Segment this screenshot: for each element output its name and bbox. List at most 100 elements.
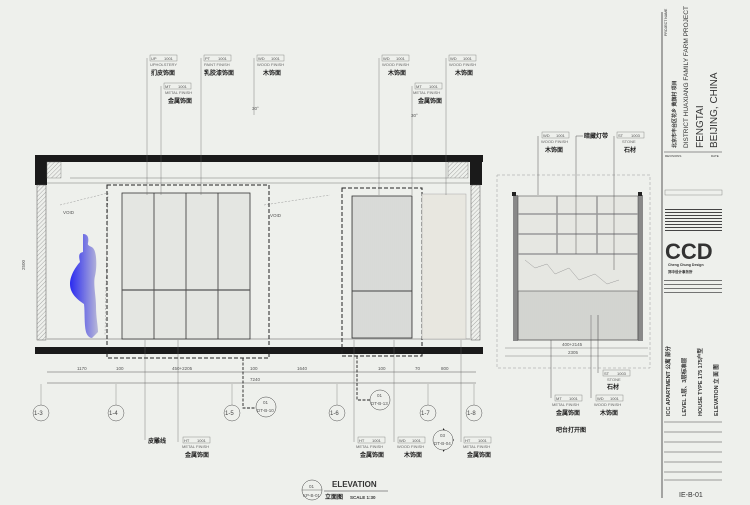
country: BEIJING, CHINA: [709, 72, 720, 148]
drawing-top_tags-6-finish: METAL FINISH: [413, 90, 440, 95]
bar_view-bottom_tags-0-cn: 石材: [606, 383, 619, 391]
bar_view-bottom_tags-2-code: WD: [597, 396, 604, 401]
height-dim: 2500: [21, 259, 26, 270]
drawing-section_marks-2-sheet: DT-B-04: [434, 441, 451, 446]
bar_view-bottom_tags-2-cn: 木饰面: [599, 409, 618, 417]
right-wall: [470, 184, 481, 341]
drawing-top_tags-0-code: UP: [151, 56, 157, 61]
drawing-bottom_labels-tags-0-cn: 金属饰面: [184, 451, 209, 459]
bar_view-bottom_tags-0-finish: STONE: [607, 377, 621, 382]
bar_view-bottom_tags-2-finish: WOOD FINISH: [594, 402, 621, 407]
drawing-bottom_labels-tags-3-cn: 金属饰面: [466, 451, 491, 459]
wood-panel: [421, 193, 467, 340]
dimension-labels: 1170 100 450+2205 100 1640 100 70 800 72…: [77, 366, 449, 382]
logo-subtitle: Cheng Chung Design: [668, 263, 704, 267]
grid-axis: 1-8: [465, 384, 483, 422]
title-elevation: ELEVATION: [332, 480, 377, 489]
drawing-dims_top-2: 450+2205: [172, 366, 193, 371]
drawing-dims_top-1: 100: [116, 366, 124, 371]
drawing-bottom_labels-tags-1-code: HT: [359, 438, 365, 443]
bar_view-bottom_tags-0-num: 1003: [617, 371, 627, 376]
drawing-top_tags-3-num: 1001: [178, 84, 188, 89]
title-block: PROJECT NAME 北京市丰台区花乡 黄旗村 项目 DISTRICT HU…: [661, 6, 723, 499]
skin-line-label: 皮雕线: [148, 437, 166, 445]
drawing-section_marks-1-sheet: DT-B-13: [371, 401, 388, 406]
drawing-top_tags-2-cn: 木饰面: [262, 69, 281, 77]
drawing-title_cn: 立面图: [325, 493, 343, 501]
sheet-number: IE-B-01: [679, 492, 703, 499]
drawing-ref_sheet: KP-B-01: [303, 493, 321, 498]
drawing-grid_axes-4: 1-7: [421, 411, 430, 417]
drawing-bottom_labels-tags-1-num: 1001: [372, 438, 382, 443]
drawing-bottom_labels-tags-1-cn: 金属饰面: [359, 451, 384, 459]
grid-axis: 1-6: [328, 384, 346, 422]
bar_view-bottom_tags-0-code: ST: [604, 371, 610, 376]
drawing-bottom_labels-tags-2-cn: 木饰面: [403, 451, 422, 459]
bar_view-top_tags-0-num: 1001: [556, 133, 566, 138]
sheet-line-1: ICC APARTMENT 公寓 部分: [664, 346, 672, 416]
drawing-dims_top-0: 1170: [77, 366, 87, 371]
bar_view-bottom_tags-1-finish: METAL FINISH: [552, 402, 579, 407]
date-label: DATE: [711, 154, 719, 158]
revisions-label: REVISIONS: [665, 154, 681, 158]
drawing-top_tags-0-finish: UPHOLSTERY: [150, 62, 177, 67]
bar_view-top_tags-0-code: WD: [543, 133, 550, 138]
sheet-line-2: LEVEL 1层、3层标准层: [680, 357, 688, 416]
ccd-logo: CCD: [665, 239, 713, 264]
bar_view-top_tags-0-finish: WOOD FINISH: [541, 139, 568, 144]
bar_view-top_tags-1-code: ST: [618, 133, 624, 138]
drawing-top_tags-3-finish: METAL FINISH: [165, 90, 192, 95]
grid-axis: 1-5: [223, 384, 241, 422]
project-label: PROJECT NAME: [664, 8, 668, 36]
drawing-grid_axes-3: 1-6: [330, 411, 339, 417]
drawing-top_tags-6-code: MT: [416, 84, 422, 89]
drawing-dims_top-4: 1640: [297, 366, 308, 371]
drawing-bottom_labels-tags-0-num: 1001: [197, 438, 207, 443]
drawing-top_tags-3-cn: 金属饰面: [167, 97, 192, 105]
hidden-light-label: 暗藏灯带: [584, 132, 608, 140]
bar_view-dim_inner: 400+2145: [562, 342, 583, 347]
drawing-section_marks-0-sheet: DT-B-10: [257, 408, 274, 413]
drawing-bottom_labels-tags-2-finish: WOOD FINISH: [397, 444, 424, 449]
drawing-top_tags-4-num: 1001: [396, 56, 406, 61]
slatted-door: [351, 195, 413, 339]
bar_view-top_tags-1-cn: 石材: [623, 146, 636, 154]
bar_view-bottom_tags-1-code: MT: [556, 396, 562, 401]
drawing-top_tags-6-cn: 金属饰面: [417, 97, 442, 105]
drawing-dims_top-5: 100: [378, 366, 386, 371]
bar_view-bottom_tags-1-cn: 金属饰面: [555, 409, 580, 417]
logo-subtitle-cn: 郑中设计事务所: [667, 269, 693, 274]
drawing-top_tags-2-code: WD: [258, 56, 265, 61]
drawing-top_tags-1-num: 1001: [218, 56, 228, 61]
drawing-top_tags-2-finish: WOOD FINISH: [257, 62, 284, 67]
void-label-right: VOID: [270, 213, 282, 218]
bar_view-top_tags-1-finish: STONE: [622, 139, 636, 144]
drawing-bottom_labels-tags-2-code: WD: [399, 438, 406, 443]
drawing-top_tags-4-code: WD: [383, 56, 390, 61]
drawing-section_marks-2-num: 03: [440, 433, 446, 438]
drawing-section_marks-0-num: 01: [263, 400, 269, 405]
drawing-bottom_labels-tags-3-finish: METAL FINISH: [463, 444, 490, 449]
grid-axis: 1-4: [107, 384, 125, 422]
drawing-top_tags-0-cn: 扪皮饰面: [151, 69, 175, 77]
drawing-top_tags-5-code: WD: [450, 56, 457, 61]
drawing-top_tags-1-finish: PAINT FINISH: [204, 62, 230, 67]
drawing-bottom_labels-tags-2-num: 1001: [412, 438, 422, 443]
grid-axis: 1-7: [419, 384, 437, 422]
project-name-cn: 北京市丰台区花乡 黄旗村 项目: [671, 80, 678, 148]
drawing-top_tags-2-num: 1001: [271, 56, 281, 61]
drawing-top_tags-0-num: 1001: [164, 56, 174, 61]
drawing-top_tags-6-num: 1001: [429, 84, 439, 89]
drawing-dims_top-7: 800: [441, 366, 449, 371]
